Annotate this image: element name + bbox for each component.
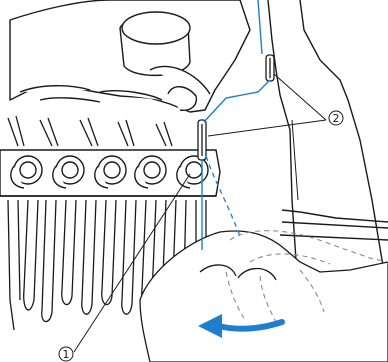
- callout-2: 2: [329, 111, 343, 125]
- svg-text:1: 1: [63, 348, 70, 361]
- upper-thread-guide: [266, 55, 274, 81]
- machine-body: [268, 0, 388, 290]
- take-up-levers: [8, 116, 172, 146]
- lower-thread-guide: [198, 120, 206, 160]
- svg-text:2: 2: [333, 112, 340, 125]
- callout-1: 1: [59, 347, 73, 361]
- hand-illustration: [10, 0, 250, 112]
